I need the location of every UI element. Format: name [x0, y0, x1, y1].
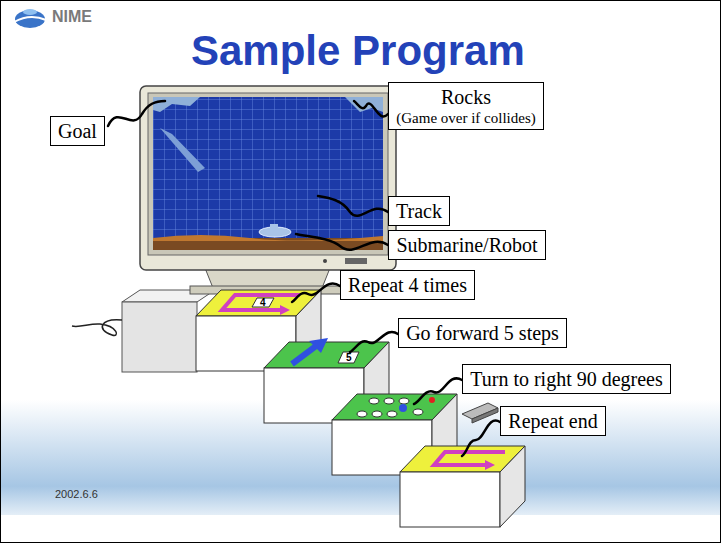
monitor [140, 86, 396, 270]
program-block [292, 346, 316, 364]
bottom-band [1, 400, 720, 515]
callout-box: Turn to right 90 degrees [462, 364, 671, 394]
program-block [400, 446, 525, 527]
date-text: 2002.6.6 [55, 489, 98, 500]
program-block [429, 397, 435, 403]
leader-line [108, 101, 500, 456]
leader-line [108, 101, 165, 126]
monitor [153, 97, 383, 250]
monitor [345, 97, 383, 112]
monitor [345, 258, 367, 264]
callout-label: Go forward 5 steps [405, 321, 560, 345]
logo-icon [23, 9, 37, 15]
leader-line [350, 332, 398, 352]
callout-label: Submarine/Robot [395, 233, 539, 257]
program-block [252, 298, 274, 307]
callout-box: Go forward 5 steps [398, 318, 567, 348]
block-number: 5 [346, 353, 352, 363]
slide-title: Sample Program [191, 30, 525, 72]
leader-line [318, 196, 388, 216]
program-block [222, 295, 300, 310]
callout-box: Repeat 4 times [340, 270, 475, 300]
leader-line [296, 234, 388, 250]
computer-unit [72, 290, 215, 372]
callout-label: Track [395, 199, 443, 223]
monitor [140, 86, 396, 294]
monitor [205, 268, 330, 288]
logo-icon [15, 10, 45, 28]
leader-line [462, 420, 500, 456]
callout-note: (Game over if collides) [395, 109, 537, 127]
program-block [400, 472, 500, 527]
callout-label: Repeat end [507, 409, 599, 433]
program-block [357, 411, 367, 417]
callout-label: Turn to right 90 degrees [469, 367, 664, 391]
logo-icon [14, 9, 46, 28]
monitor [323, 259, 327, 263]
computer-unit [122, 302, 197, 372]
leader-line [414, 378, 462, 404]
callout-label: Repeat 4 times [347, 273, 468, 297]
program-block [399, 404, 407, 412]
callout-box: Rocks(Game over if collides) [388, 82, 544, 130]
program-block [387, 411, 397, 417]
program-block [338, 352, 359, 363]
leader-line [292, 284, 340, 302]
program-block [384, 398, 394, 404]
computer-unit [72, 320, 122, 336]
logo-icon [14, 17, 46, 22]
callout-box: Track [388, 196, 450, 226]
callout-label: Goal [57, 119, 98, 143]
callout-box: Repeat end [500, 406, 606, 436]
program-block [309, 338, 328, 353]
monitor [153, 97, 200, 112]
program-block [500, 446, 525, 527]
callout-label: Rocks [395, 85, 537, 109]
leader-line [354, 101, 388, 116]
monitor [160, 128, 205, 172]
callout-box: Submarine/Robot [388, 230, 546, 260]
block-number: 4 [260, 298, 266, 308]
program-block [485, 460, 495, 470]
program-block [280, 305, 290, 315]
logo-text: NIME [52, 9, 92, 25]
callout-box: Goal [50, 116, 105, 146]
program-block [434, 452, 505, 465]
monitor [148, 93, 388, 255]
monitor [270, 224, 278, 229]
program-block [399, 398, 409, 404]
program-block [372, 411, 382, 417]
program-block [369, 398, 379, 404]
program-block [413, 409, 423, 415]
program-block [196, 290, 321, 371]
monitor [153, 97, 383, 250]
